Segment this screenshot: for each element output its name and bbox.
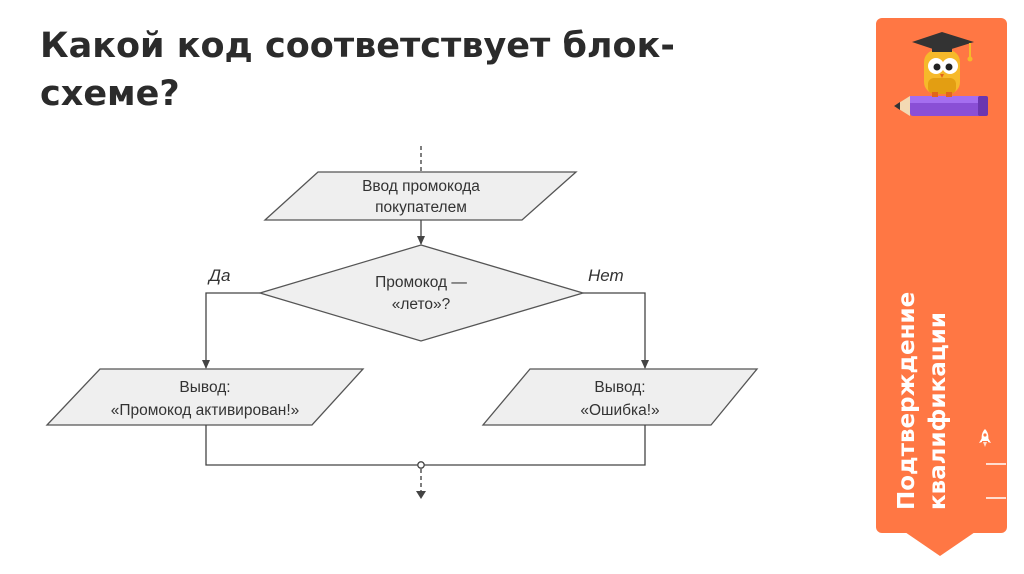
left-output-line2: «Промокод активирован!»	[111, 402, 300, 419]
no-branch-connector	[583, 292, 649, 369]
right-output-block	[481, 368, 759, 426]
left-output-block	[45, 368, 365, 426]
exit-arrowhead	[416, 491, 426, 499]
no-label: Нет	[588, 266, 624, 285]
yes-label: Да	[207, 266, 230, 285]
rocket-icon	[979, 429, 991, 447]
sidebar-label: Подтверждение квалификации	[892, 260, 954, 510]
decision-block	[257, 244, 586, 342]
owl-on-pencil-icon	[894, 32, 988, 116]
flowchart: Ввод промокода покупателем Промокод — «л…	[45, 146, 759, 499]
decision-line1: Промокод —	[375, 274, 467, 291]
right-output-line2: «Ошибка!»	[580, 402, 659, 419]
left-merge-connector	[205, 425, 418, 466]
decision-line2: «лето»?	[392, 296, 451, 313]
yes-branch-connector	[202, 292, 260, 369]
right-output-line1: Вывод:	[594, 379, 645, 396]
input-block-line2: покупателем	[375, 199, 467, 216]
input-block	[263, 171, 578, 221]
sidebar-ribbon-tip	[902, 530, 978, 556]
merge-point	[417, 461, 425, 469]
sidebar-label-line1: Подтверждение	[894, 291, 920, 510]
slide-title: Какой код соответствует блок-схеме?	[40, 26, 675, 114]
right-merge-connector	[424, 425, 646, 466]
left-output-line1: Вывод:	[179, 379, 230, 396]
sidebar-label-line2: квалификации	[925, 312, 951, 510]
input-block-line1: Ввод промокода	[362, 178, 480, 195]
decorative-lines	[986, 463, 1006, 499]
